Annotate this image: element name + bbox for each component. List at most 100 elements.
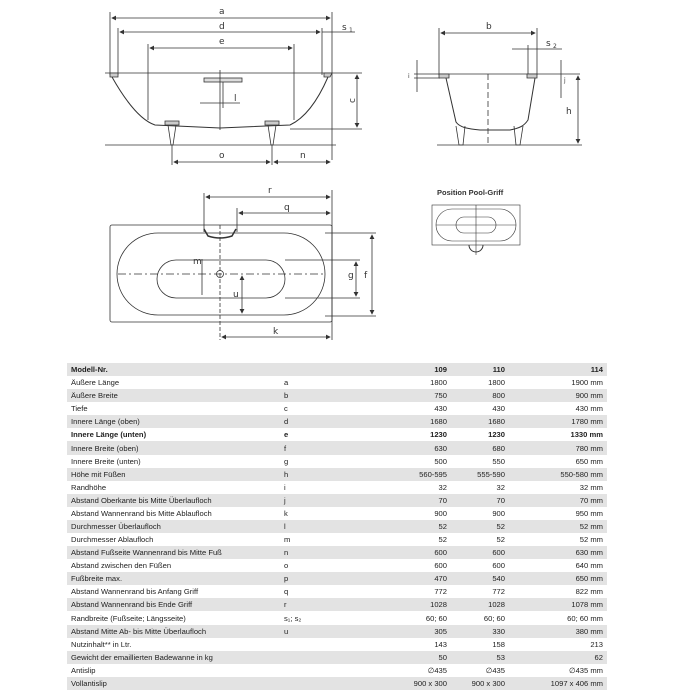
row-symbol: c bbox=[284, 404, 288, 414]
value-110: 600 bbox=[451, 546, 509, 560]
row-label: Abstand Wannenrand bis Mitte Ablaufloch bbox=[71, 508, 212, 518]
table-row: Nutzinhalt** in Ltr. 143 158 213 bbox=[67, 638, 607, 651]
value-114: 650 mm bbox=[509, 572, 607, 586]
row-symbol: b bbox=[280, 389, 393, 403]
row-symbol: d bbox=[280, 415, 393, 429]
row-label: Abstand Wannenrand bis Ende Griff bbox=[67, 598, 280, 612]
row-symbol bbox=[280, 638, 393, 651]
value-109: 560-595 bbox=[393, 467, 451, 481]
row-symbol: m bbox=[284, 535, 291, 545]
value-109: 50 bbox=[393, 650, 451, 664]
value-109: 630 bbox=[393, 441, 451, 455]
row-symbol: u bbox=[280, 624, 393, 638]
pool-griff-title: Position Pool-Griff bbox=[437, 188, 504, 197]
row-label: Nutzinhalt** in Ltr. bbox=[71, 639, 132, 649]
table-row: Antislip∅435∅435∅435 mm bbox=[67, 664, 607, 677]
dim-f: f bbox=[364, 271, 368, 281]
value-110: 60; 60 bbox=[483, 613, 505, 623]
row-symbol: o bbox=[284, 561, 289, 571]
value-109: 52 bbox=[393, 519, 451, 534]
row-symbol: r bbox=[280, 598, 393, 612]
value-110: 70 bbox=[451, 493, 509, 507]
row-label: Abstand Oberkante bis Mitte Überlaufloch bbox=[67, 493, 280, 507]
row-symbol bbox=[280, 650, 393, 664]
value-110: 555-590 bbox=[451, 467, 509, 481]
value-109: 1800 bbox=[430, 378, 447, 388]
row-label: Innere Breite (unten) bbox=[71, 456, 141, 466]
value-114: 900 mm bbox=[509, 389, 607, 403]
row-symbol bbox=[280, 676, 393, 690]
value-109: 70 bbox=[393, 493, 451, 507]
value-114: 380 mm bbox=[509, 624, 607, 638]
value-109: ∅435 bbox=[427, 665, 447, 675]
value-110: 1680 bbox=[451, 415, 509, 429]
row-label: Innere Länge (oben) bbox=[67, 415, 280, 429]
row-label: Abstand zwischen den Füßen bbox=[71, 561, 172, 571]
row-symbol: i bbox=[284, 482, 286, 492]
row-label: Vollantislip bbox=[67, 676, 280, 690]
dim-s1-sub: 1 bbox=[349, 27, 353, 34]
row-symbol: e bbox=[284, 430, 289, 440]
table-row: Abstand Oberkante bis Mitte Überlaufloch… bbox=[67, 493, 607, 507]
value-110: 430 bbox=[492, 404, 505, 414]
row-label: Abstand Mitte Ab- bis Mitte Überlaufloch bbox=[67, 624, 280, 638]
value-114: 1330 mm bbox=[570, 430, 603, 440]
value-114: 114 bbox=[509, 363, 607, 377]
dim-j: j bbox=[563, 77, 566, 84]
value-109: 1680 bbox=[393, 415, 451, 429]
value-110: 550 bbox=[492, 456, 505, 466]
dim-a: a bbox=[219, 7, 225, 17]
row-symbol: k bbox=[284, 508, 288, 518]
value-110: 1028 bbox=[451, 598, 509, 612]
row-label: Äußere Breite bbox=[67, 389, 280, 403]
value-109: 500 bbox=[434, 456, 447, 466]
row-symbol: a bbox=[284, 378, 289, 388]
value-114: 70 mm bbox=[509, 493, 607, 507]
value-114: 62 bbox=[509, 650, 607, 664]
value-110: 1230 bbox=[488, 430, 505, 440]
pool-griff-diagram bbox=[431, 204, 521, 255]
dim-q: q bbox=[284, 203, 290, 213]
dim-i: i bbox=[408, 73, 410, 80]
value-109: 109 bbox=[393, 363, 451, 377]
value-114: 1780 mm bbox=[509, 415, 607, 429]
row-symbol: s₁; s₂ bbox=[284, 613, 302, 623]
row-label: Abstand Wannenrand bis Anfang Griff bbox=[71, 587, 199, 597]
value-114: 822 mm bbox=[575, 587, 603, 597]
value-114: 430 mm bbox=[575, 404, 603, 414]
dim-s1: s bbox=[342, 23, 347, 33]
end-view: b s 2 i j h bbox=[408, 22, 582, 146]
row-label: Abstand Fußseite Wannenrand bis Mitte Fu… bbox=[67, 546, 280, 560]
value-110: 53 bbox=[451, 650, 509, 664]
value-109: 143 bbox=[434, 639, 447, 649]
value-110: ∅435 bbox=[485, 665, 505, 675]
side-view: a d e s 1 l c o n bbox=[105, 7, 362, 165]
value-114: 32 mm bbox=[579, 482, 603, 492]
value-114: ∅435 mm bbox=[568, 665, 603, 675]
value-114: 780 mm bbox=[509, 441, 607, 455]
dim-d: d bbox=[219, 22, 225, 32]
row-label: Randhöhe bbox=[71, 482, 107, 492]
value-114: 640 mm bbox=[575, 561, 603, 571]
value-114: 52 mm bbox=[509, 519, 607, 534]
row-symbol bbox=[280, 363, 393, 377]
row-label: Fußbreite max. bbox=[67, 572, 280, 586]
value-110: 158 bbox=[492, 639, 505, 649]
value-110: 330 bbox=[451, 624, 509, 638]
row-symbol: n bbox=[280, 546, 393, 560]
plan-view: r q m u g f k bbox=[109, 186, 376, 340]
row-label: Tiefe bbox=[71, 404, 88, 414]
row-symbol: p bbox=[280, 572, 393, 586]
value-114: 213 bbox=[590, 639, 603, 649]
table-row: Gewicht der emaillierten Badewanne in kg… bbox=[67, 650, 607, 664]
dim-l: l bbox=[234, 94, 237, 104]
